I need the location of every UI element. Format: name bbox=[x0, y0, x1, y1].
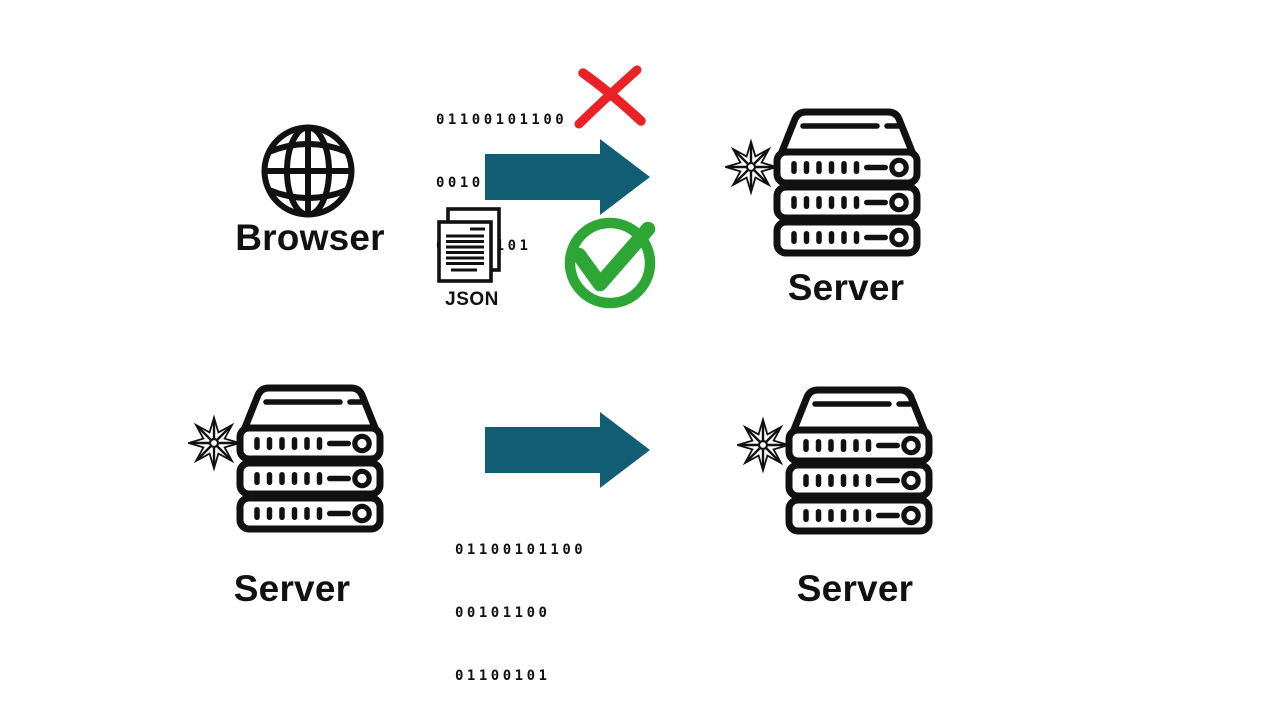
server-bottom-right bbox=[737, 381, 937, 537]
unit-details bbox=[254, 433, 372, 524]
flow-arrow-top bbox=[485, 139, 650, 215]
server-top-right-label: Server bbox=[787, 267, 905, 308]
server-bottom-right-label: Server bbox=[796, 568, 914, 609]
binary-payload-bottom: 01100101100 00101100 01100101 bbox=[455, 498, 586, 720]
server-units bbox=[773, 148, 921, 257]
binary-line: 01100101100 bbox=[455, 542, 587, 558]
red-cross-icon bbox=[571, 63, 649, 133]
browser-label: Browser bbox=[235, 217, 385, 258]
server-bottom-left-label: Server bbox=[233, 568, 351, 609]
server-top-right bbox=[725, 103, 925, 259]
server-lid bbox=[240, 384, 380, 434]
green-check-icon bbox=[560, 213, 660, 313]
unit-details bbox=[803, 435, 921, 526]
server-bottom-left bbox=[188, 379, 388, 535]
right-arrow-icon bbox=[485, 412, 650, 488]
unit-details bbox=[791, 157, 909, 248]
server-units bbox=[236, 424, 384, 533]
helm-wheel-icon bbox=[188, 414, 243, 472]
globe-icon bbox=[260, 123, 356, 219]
json-documents-icon bbox=[437, 206, 504, 286]
server-units bbox=[785, 426, 933, 535]
flow-arrow-bottom bbox=[485, 412, 650, 488]
server-rack-icon bbox=[737, 386, 933, 535]
helm-wheel-icon bbox=[725, 138, 780, 196]
right-arrow-icon bbox=[485, 139, 650, 215]
server-rack-icon bbox=[725, 108, 921, 257]
binary-line: 01100101100 bbox=[436, 112, 568, 128]
server-rack-icon bbox=[188, 384, 384, 533]
json-label: JSON bbox=[445, 289, 499, 310]
helm-wheel-icon bbox=[737, 416, 792, 474]
server-lid bbox=[789, 386, 929, 436]
server-lid bbox=[777, 108, 917, 158]
binary-line: 01100101 bbox=[455, 668, 551, 684]
binary-line: 00101100 bbox=[455, 605, 551, 621]
